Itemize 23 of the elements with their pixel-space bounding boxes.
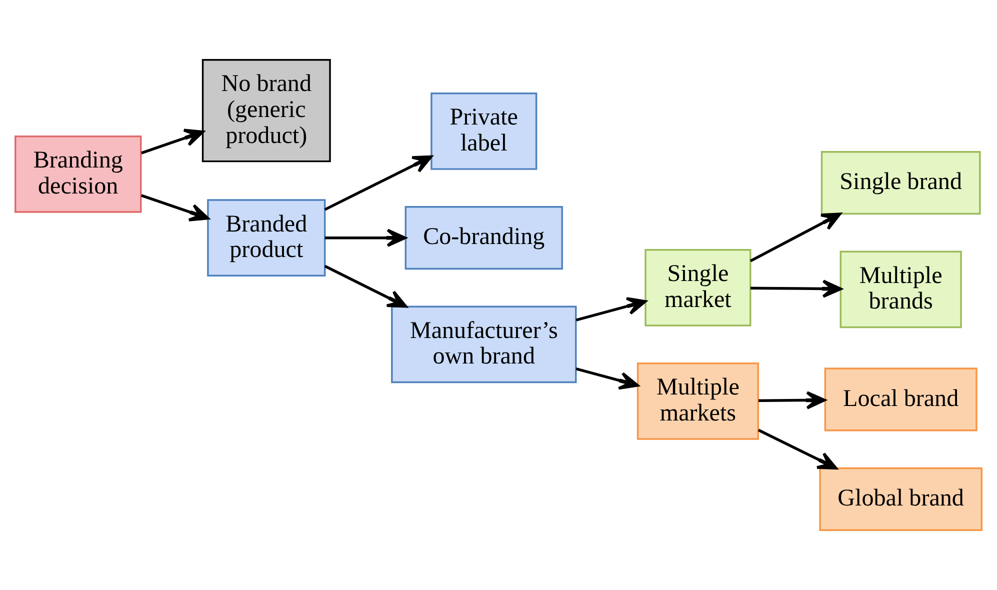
- node-box: Multiple markets: [636, 362, 759, 440]
- node-box: Local brand: [824, 368, 978, 432]
- arrow: [758, 391, 826, 410]
- node-box: No brand (generic product): [202, 59, 331, 162]
- arrow: [758, 428, 838, 470]
- arrow: [576, 368, 639, 390]
- arrow: [140, 194, 210, 222]
- arrow: [324, 264, 408, 308]
- arrow: [750, 280, 842, 298]
- node-box: Single market: [644, 249, 752, 326]
- node-box: Co-branding: [404, 206, 563, 270]
- arrow: [576, 297, 647, 322]
- arrow: [324, 155, 432, 211]
- node-box: Branding decision: [14, 136, 142, 213]
- node-box: Multiple brands: [840, 250, 962, 328]
- node-box: Single brand: [820, 151, 981, 215]
- arrow: [750, 212, 842, 262]
- arrow: [140, 128, 204, 154]
- node-box: Manufacturer’s own brand: [391, 306, 577, 384]
- arrow: [324, 228, 406, 247]
- node-box: Global brand: [819, 467, 982, 531]
- node-box: Branded product: [207, 199, 326, 277]
- node-box: Private label: [430, 92, 538, 170]
